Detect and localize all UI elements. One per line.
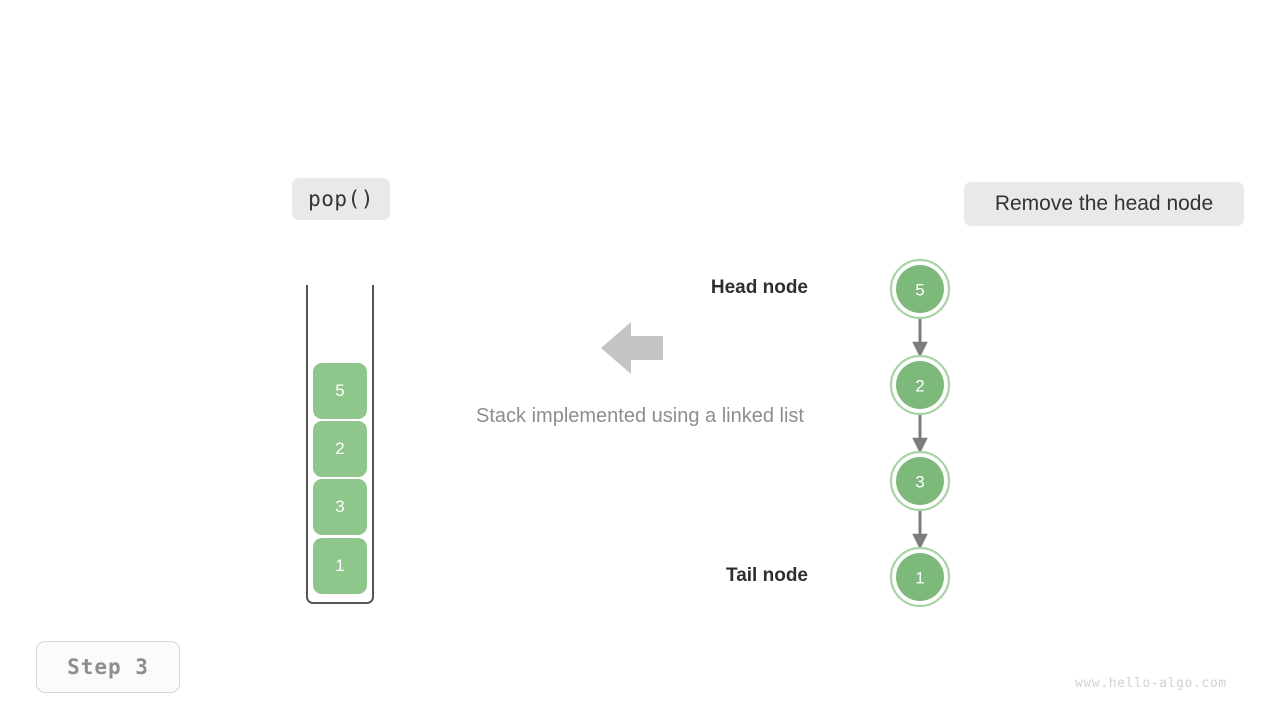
node-value: 5: [915, 281, 924, 300]
node-value: 3: [915, 473, 924, 492]
list-node: 1: [889, 546, 951, 608]
stack-description: Stack implemented using a linked list: [476, 405, 804, 427]
caption-badge: Remove the head node: [964, 182, 1244, 226]
list-node: 5: [889, 258, 951, 320]
watermark: www.hello-algo.com: [1075, 676, 1227, 691]
list-node: 3: [889, 450, 951, 512]
stack-items: 5 2 3 1: [303, 283, 377, 605]
stack-diagram: 5 2 3 1: [303, 283, 377, 605]
step-badge: Step 3: [36, 641, 180, 693]
linked-list-nodes: 5 2 3 1: [889, 258, 951, 608]
stack-container: [306, 285, 374, 604]
operation-badge: pop(): [292, 178, 390, 220]
head-node-label: Head node: [710, 277, 808, 298]
stack-cell: 3: [313, 479, 367, 535]
list-node: 2: [889, 354, 951, 416]
node-value: 2: [915, 377, 924, 396]
arrow-left-icon: [601, 322, 663, 374]
tail-node-label: Tail node: [726, 565, 808, 586]
stack-cell: 2: [313, 421, 367, 477]
node-value: 1: [915, 569, 924, 588]
stack-cell: 1: [313, 538, 367, 594]
linked-list-diagram: Head node Tail node 5 2: [711, 245, 1000, 625]
stack-cell: 5: [313, 363, 367, 419]
